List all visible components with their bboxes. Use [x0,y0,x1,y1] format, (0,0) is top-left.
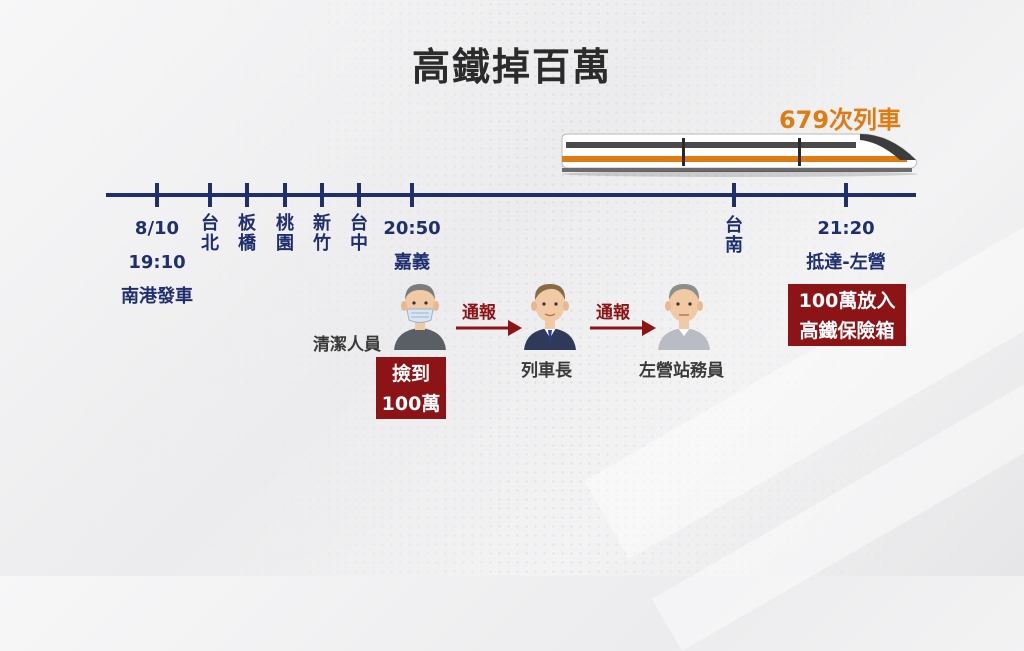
train-illustration [561,133,918,177]
stop-tainan: 台南 [725,215,743,256]
stop-chiayi-name: 嘉義 [394,252,430,273]
stop-taipei: 台北 [201,213,219,254]
conductor-label: 列車長 [521,361,572,381]
timeline-tick-hsinchu [320,183,324,207]
stop-zuoying-name: 抵達-左營 [806,252,886,273]
found-money-box: 撿到 100萬 [376,357,446,419]
stop-banqiao: 板橋 [238,213,256,254]
stop-nangang-date: 8/10 [134,218,180,239]
cleaner-label: 清潔人員 [313,335,381,355]
timeline-tick-nangang [155,183,159,207]
timeline-track [106,193,916,197]
stop-nangang-time: 19:10 [128,252,186,273]
stop-hsinchu: 新竹 [313,213,331,254]
stop-nangang-name: 南港發車 [121,286,193,307]
stop-chiayi-time: 20:50 [383,218,441,239]
conductor-avatar-icon [524,284,576,350]
station-staff-avatar-icon [658,284,710,350]
arrow-right-icon [590,320,656,336]
arrow-right-icon [456,320,522,336]
train-label: 679次列車 [778,106,902,134]
timeline-tick-taichung [357,183,361,207]
timeline-tick-banqiao [245,183,249,207]
timeline-tick-tainan [732,183,736,207]
timeline-tick-zuoying [844,183,848,207]
page-title: 高鐵掉百萬 [411,45,612,89]
timeline-tick-taoyuan [283,183,287,207]
station-staff-label: 左營站務員 [639,361,724,381]
cleaner-avatar-icon [394,284,446,350]
stop-taichung: 台中 [350,213,368,254]
arrow-2-label: 通報 [596,303,630,323]
insurance-box: 100萬放入 高鐵保險箱 [788,284,906,346]
timeline-tick-taipei [208,183,212,207]
arrow-1-label: 通報 [462,303,496,323]
stop-taoyuan: 桃園 [276,213,294,254]
stop-zuoying-time: 21:20 [817,218,875,239]
timeline-tick-chiayi [410,183,414,207]
